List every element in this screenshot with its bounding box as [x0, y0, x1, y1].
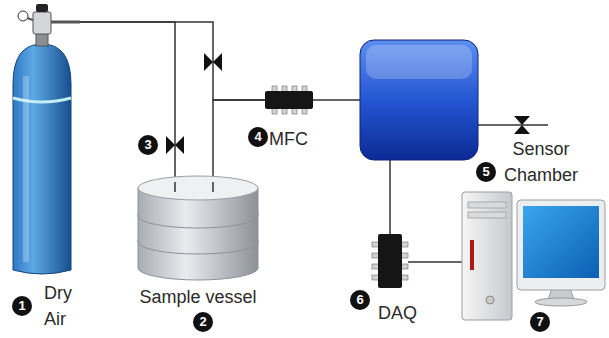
node-label: MFC	[269, 126, 323, 152]
chip-body	[265, 91, 313, 109]
chamber-highlight	[366, 45, 472, 79]
node-illustration	[372, 234, 408, 288]
monitor-screen	[523, 206, 599, 278]
chamber-node: Sensor Chamber	[360, 40, 478, 160]
pipe-connector	[80, 22, 175, 168]
callout-number: 2	[193, 312, 213, 332]
outlet-pipe	[478, 124, 548, 126]
callout-number: 4	[248, 127, 268, 147]
outlet-pipe	[212, 182, 214, 192]
callout-number: 5	[476, 162, 496, 182]
node-illustration	[360, 40, 478, 160]
pressure-gauge	[18, 11, 28, 21]
computer-monitor	[517, 200, 605, 306]
computer-tower	[462, 192, 512, 320]
node-illustration	[133, 168, 263, 280]
callout-number: 1	[12, 296, 32, 316]
cylinder-valve	[33, 12, 51, 34]
power-light	[470, 240, 474, 270]
chip-pin	[372, 253, 379, 258]
pipe-connector	[389, 160, 391, 234]
callout-number: 3	[138, 135, 158, 155]
cylinder-band	[13, 98, 71, 102]
chip-pin	[372, 275, 379, 280]
inlet-pipe	[174, 182, 176, 192]
vessel-edge	[258, 188, 259, 216]
tower-case	[462, 192, 512, 320]
vessel-edge	[138, 188, 139, 216]
valve-outlet	[51, 21, 80, 24]
monitor-frame	[517, 200, 605, 290]
node-illustration	[265, 86, 313, 114]
node-label: DAQ	[378, 300, 432, 326]
callout-number: 6	[350, 290, 370, 310]
daq-cable	[408, 261, 462, 263]
drive-bay	[468, 202, 506, 208]
valve-symbol	[514, 116, 530, 134]
chipV-node: DAQ	[372, 234, 408, 288]
node-label: Dry Air	[44, 280, 90, 332]
chamber-body	[360, 40, 478, 160]
valve-symbol	[204, 53, 222, 71]
chip-body	[378, 234, 402, 288]
vessel-node: Sample vessel	[133, 168, 263, 280]
chip-pin	[401, 264, 408, 269]
monitor-base	[535, 298, 587, 306]
chip-pin	[372, 242, 379, 247]
node-label: Sample vessel	[123, 284, 273, 310]
power-button	[486, 296, 494, 304]
cylinder-highlight	[23, 76, 29, 262]
chip-pin	[401, 242, 408, 247]
valve-symbol	[166, 136, 184, 154]
chip-pin	[401, 253, 408, 258]
drive-bay	[468, 212, 506, 218]
chip-pin	[372, 264, 379, 269]
chip-pin	[401, 275, 408, 280]
callout-number: 7	[530, 312, 550, 332]
chipH-node: MFC	[265, 86, 313, 114]
pipe-connector	[80, 22, 265, 100]
cylinder-node: Dry Air	[5, 2, 80, 277]
valve-knob	[36, 4, 48, 12]
pipe-connector	[313, 99, 360, 101]
node-label: Sensor Chamber	[496, 136, 586, 188]
node-illustration	[5, 2, 80, 277]
vessel-top	[138, 176, 258, 200]
cylinder-body	[13, 44, 71, 274]
